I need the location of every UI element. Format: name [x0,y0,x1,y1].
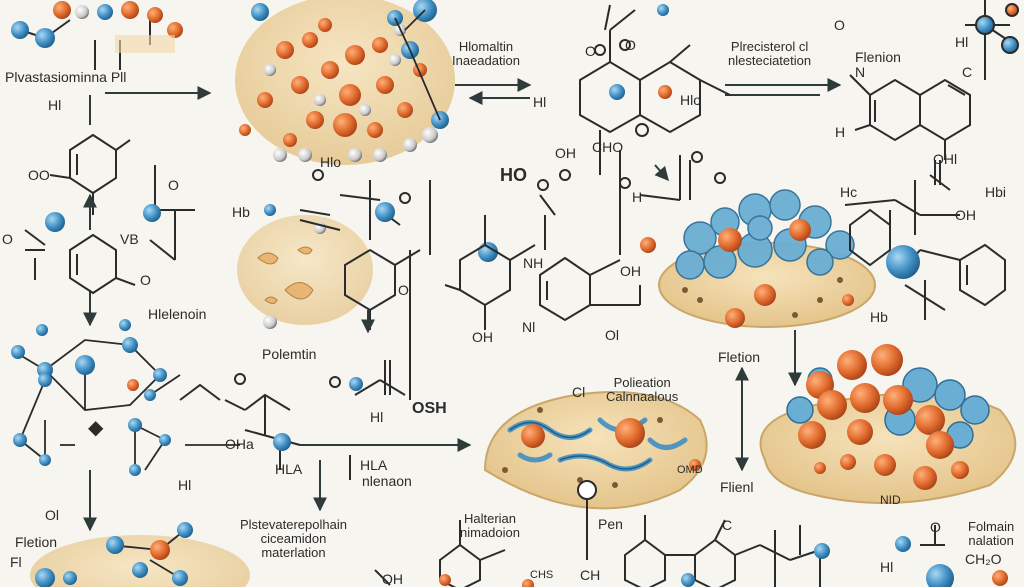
plus-sign: ◆ [88,415,104,439]
label-o-under: O [398,282,409,298]
top-right-ring-atoms [609,4,672,100]
bottom-row-atoms [439,536,1008,587]
label-o-left-mid: O [168,177,179,193]
center-tissue-left [237,215,373,329]
label-o-top2: O [625,37,636,53]
label-ohl: OHl [933,151,958,167]
arrows-top [89,78,842,125]
top-left-atoms [11,1,183,48]
label-hb: Hb [232,204,250,220]
label-fletion: Fletion [718,349,761,365]
label-hl-left-side: Hl [178,477,192,493]
label-hl: Hl [48,97,62,113]
label-nh-lower: Nl [522,319,536,335]
left-network [19,339,240,471]
label-hlo-top: Hlo [320,154,342,170]
left-network-atoms [11,319,171,476]
top-right-blue-atoms [965,0,1019,80]
label-oh-right: OH [955,207,976,223]
protein-tissue-bottom [759,344,1017,504]
center-orange-atom [640,237,656,253]
label-chs: CHS [530,569,554,581]
label-hl-small: Hl [370,409,384,425]
label-c-bottom: C [722,517,733,533]
label-flienl: Flienl [720,479,754,495]
label-h-center: H [632,189,643,205]
right-side-molecule [844,160,1006,320]
label-h-quin: H [835,124,846,140]
label-fletion-left: Fletion [15,534,58,550]
label-o-corner: O [834,17,845,33]
label-hb-bottom: Hb [870,309,888,325]
right-arrows [735,330,802,472]
center-molecule-middle [444,130,726,330]
label-cl: Cl [572,384,586,400]
left-network-orange-atom [127,379,139,391]
label-ch2o: CH₂O [965,551,1002,567]
top-center-cluster [235,0,455,165]
label-n-quin: N [855,64,866,80]
label-ho: HO [500,165,527,185]
label-hl-top-right: Hl [955,34,969,50]
label-top-left-title: Plvastasiominna Pll [5,69,127,85]
label-hl-center: Hl [533,94,547,110]
label-o-ring: O [140,272,151,288]
label-nlenaon: nlenaon [362,473,412,489]
label-vb: VB [120,231,139,247]
label-ol-right: Ol [605,327,619,343]
bottom-left-cluster [30,522,250,587]
label-pen: Pen [598,516,623,532]
center-arrows [300,164,669,512]
quinoline-molecule [849,74,971,160]
label-o-top1: O [585,43,596,59]
label-oo: OO [28,167,50,183]
label-omid: OMD [677,464,703,476]
label-oh-bottom-center: OH [620,263,641,279]
label-oh-top: OH [555,145,576,161]
label-oh-center: OH [472,329,493,345]
label-oh-bottom: OH [382,571,403,587]
left-benzene-top [49,133,131,215]
protein-tissue-top [658,189,876,328]
label-oha: OHa [225,436,254,452]
label-hlelenoin: Hlelenoin [148,306,207,322]
label-nh: NH [523,255,544,271]
label-flenion: Flenion [855,49,901,65]
top-bicyclic-molecule [579,4,731,137]
center-molecule-left [299,169,431,400]
label-cho: CHO [592,139,624,155]
left-benzene-bottom [24,165,195,295]
small-molecules-bottom [179,360,406,480]
left-blue-atoms [45,204,161,232]
right-large-blue-atom [886,245,920,279]
label-ch-bottom: CH [580,567,601,583]
label-osh: OSH [412,400,447,417]
label-hlo-mid: Hlo [680,92,702,108]
label-o-bottom-right: O [930,519,941,535]
bottom-center-atoms [273,377,363,451]
label-ol-left: Ol [45,507,59,523]
label-backdrop [115,35,175,53]
label-fl-left: Fl [10,554,22,570]
label-o-left-edge: O [2,231,13,247]
label-hla-right: HLA [360,457,388,473]
label-hc: Hc [840,184,858,200]
label-hl-bottom: Hl [880,559,894,575]
label-nid: NID [880,493,901,507]
label-hla: HLA [275,461,303,477]
label-polemtin: Polemtin [262,346,317,362]
label-c-top: C [962,64,973,80]
center-tissue-strands [483,391,708,560]
label-hbi: Hbi [985,184,1007,200]
